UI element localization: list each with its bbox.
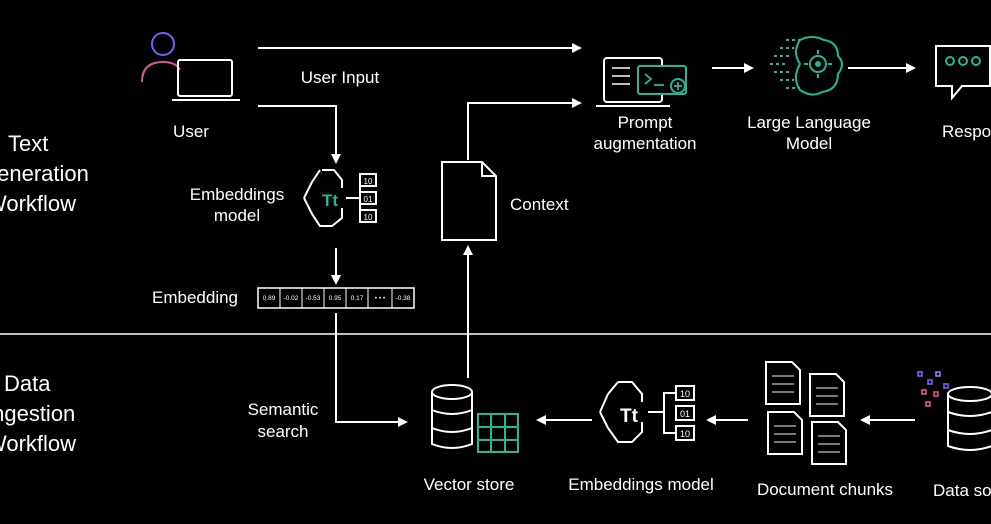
- response-label: Response: [942, 122, 991, 141]
- prompt-augmentation-label-2: augmentation: [593, 134, 696, 153]
- embeddings-model-icon-bottom: Tt 10 01 10: [599, 381, 695, 443]
- embedding-cell: • • •: [375, 295, 386, 302]
- embedding-cell: 0.89: [263, 295, 276, 302]
- embeddings-model-top-label-1: Embeddings: [190, 185, 285, 204]
- context-document-icon: [441, 161, 497, 241]
- embedding-cell: -0.02: [284, 295, 299, 302]
- data-ingestion-label-3: Workflow: [0, 431, 76, 456]
- svg-text:01: 01: [680, 409, 690, 419]
- laptop-terminal-icon: [596, 57, 687, 107]
- llm-label-2: Model: [786, 134, 832, 153]
- user-label: User: [173, 122, 209, 141]
- text-generation-label-2: Generation: [0, 161, 89, 186]
- svg-text:10: 10: [680, 389, 690, 399]
- embedding-label: Embedding: [152, 288, 238, 307]
- prompt-augmentation-label-1: Prompt: [618, 113, 673, 132]
- svg-text:10: 10: [364, 177, 373, 186]
- embedding-cell: 0.95: [329, 295, 342, 302]
- document-chunks-label: Document chunks: [757, 480, 893, 499]
- connectors: [258, 43, 916, 427]
- embedding-vector: 0.89 -0.02 -0.53 0.95 0.17 • • • -0.38: [257, 287, 415, 309]
- data-ingestion-label-1: Data: [4, 371, 51, 396]
- embedding-cell: -0.38: [396, 295, 411, 302]
- svg-text:Tt: Tt: [322, 191, 338, 210]
- chat-bubble-icon: [935, 45, 991, 101]
- user-input-label: User Input: [301, 68, 380, 87]
- text-generation-label-1: Text: [8, 131, 48, 156]
- text-generation-label-3: Workflow: [0, 191, 76, 216]
- data-ingestion-label-2: Ingestion: [0, 401, 75, 426]
- svg-text:10: 10: [364, 213, 373, 222]
- svg-text:10: 10: [680, 429, 690, 439]
- llm-brain-icon: [770, 36, 843, 96]
- data-sources-icon: [917, 371, 991, 451]
- svg-text:01: 01: [364, 195, 373, 204]
- vector-store-label: Vector store: [424, 475, 515, 494]
- user-icon: [141, 32, 240, 101]
- embeddings-model-bottom-label: Embeddings model: [568, 475, 714, 494]
- semantic-search-label-2: search: [257, 422, 308, 441]
- semantic-search-label-1: Semantic: [248, 400, 319, 419]
- llm-label-1: Large Language: [747, 113, 871, 132]
- svg-text:Tt: Tt: [620, 406, 639, 427]
- embeddings-model-top-label-2: model: [214, 206, 260, 225]
- vector-store-icon: [431, 384, 522, 454]
- embedding-cell: -0.53: [306, 295, 321, 302]
- document-chunks-icon: [765, 361, 847, 465]
- embedding-cell: 0.17: [351, 295, 364, 302]
- context-label: Context: [510, 195, 569, 214]
- embeddings-model-icon-top: Tt 10 01 10: [303, 169, 377, 227]
- data-sources-label: Data sources: [933, 481, 991, 500]
